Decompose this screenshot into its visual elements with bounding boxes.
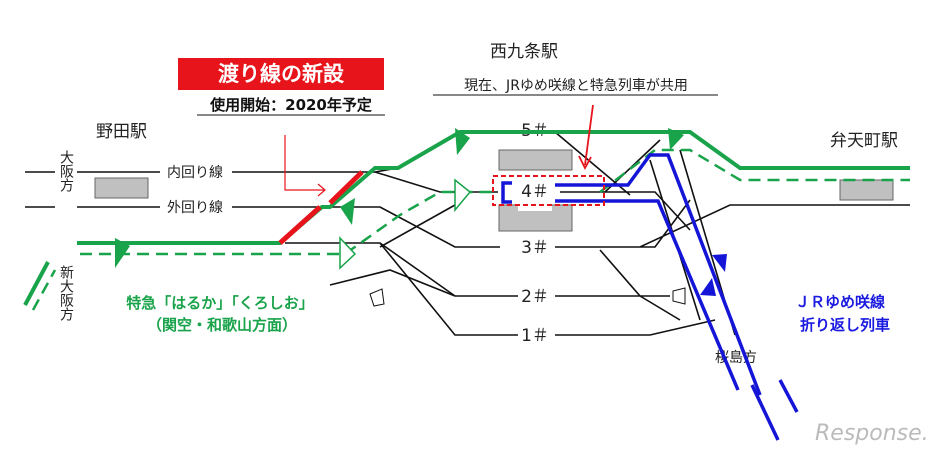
track-4: 4＃: [521, 182, 549, 202]
arrow-right-icon: [668, 128, 684, 150]
label-bg: [518, 326, 552, 344]
station-bentencho: 弁天町駅: [830, 131, 898, 151]
platform-bentencho: [839, 179, 894, 201]
arrow-down-icon: [712, 254, 727, 272]
label-outer-line: 外回り線: [167, 200, 223, 216]
new-crossover: [278, 170, 364, 245]
arrow-right-icon: [455, 128, 470, 155]
platform-noda: [94, 177, 149, 199]
pointer-arrow-crossover: [284, 135, 326, 197]
highlight-track4: [492, 175, 605, 206]
title-banner-bg: [178, 58, 384, 90]
title-banner: 渡り線の新設: [218, 62, 345, 86]
label-bg: [518, 287, 552, 305]
buffer-stop-right: [672, 287, 686, 305]
direction-osaka: 大阪方: [58, 150, 74, 193]
track-1: 1＃: [521, 326, 549, 346]
hollow-arrow-icon: [339, 236, 357, 270]
legend-blue-line1: ＪＲゆめ咲線: [795, 293, 885, 311]
legend-green-line2: （関空・和歌山方面）: [147, 316, 297, 334]
arrow-up-icon: [700, 278, 716, 296]
legend-green-line1: 特急「はるか」「くろしお」: [126, 294, 314, 312]
platform-gap: [518, 203, 552, 211]
label-bg: [518, 238, 552, 256]
station-noda: 野田駅: [96, 122, 147, 142]
track-2: 2＃: [521, 287, 549, 307]
station-nishikujo: 西九条駅: [490, 42, 558, 62]
direction-shin-osaka: 新大阪方: [58, 265, 74, 322]
track-3: 3＃: [521, 238, 549, 258]
subtitle: 使用開始：2020年予定: [209, 96, 372, 114]
arrow-left-icon: [340, 198, 355, 225]
arrow-right-icon: [115, 238, 130, 268]
watermark-logo: Response.: [815, 421, 929, 446]
route-limited-express: [23, 128, 910, 311]
buffer-stop-left: [369, 288, 385, 307]
label-inner-line: 内回り線: [167, 165, 223, 181]
pointer-arrow-track4: [578, 104, 594, 170]
hollow-arrow-icon: [454, 178, 472, 213]
legend-blue-line2: 折り返し列車: [800, 316, 890, 334]
note-shared: 現在、JRゆめ咲線と特急列車が共用: [464, 77, 688, 94]
platform-nishikujo-upper: [498, 149, 573, 171]
label-bg: [518, 182, 552, 200]
